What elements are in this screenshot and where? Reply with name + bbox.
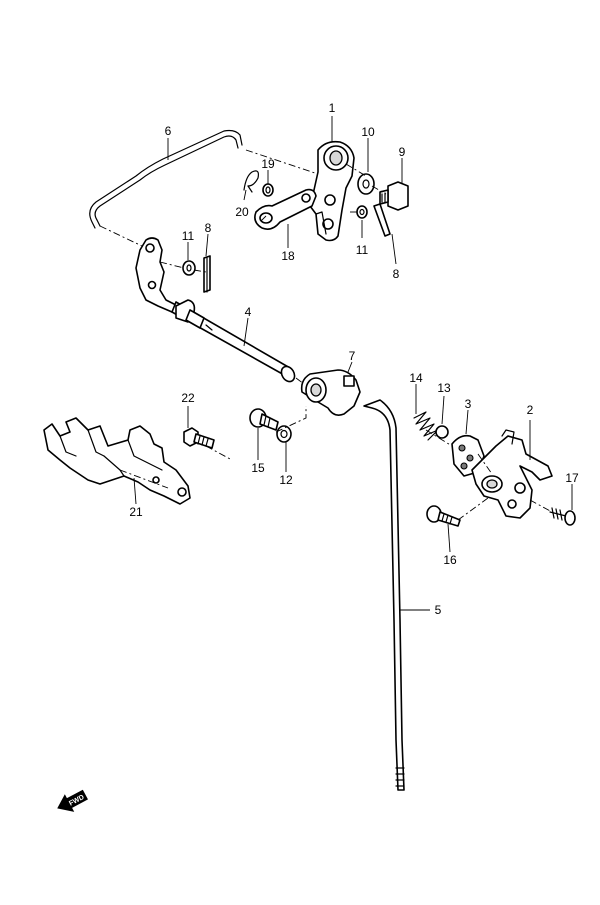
callout-20: 20: [235, 205, 249, 219]
part-17-screw: [549, 507, 576, 526]
part-22-bolt: [183, 427, 215, 449]
callout-8-right: 8: [393, 267, 400, 281]
part-15-bolt: [249, 408, 279, 431]
callout-10: 10: [361, 125, 375, 139]
callout-2: 2: [527, 403, 534, 417]
callout-17: 17: [565, 471, 579, 485]
part-20-clip: [243, 170, 259, 193]
callout-12: 12: [279, 473, 293, 487]
part-7-connector: [300, 369, 361, 416]
assembly-lines: [99, 149, 553, 521]
callout-8-left: 8: [205, 221, 212, 235]
callout-19: 19: [261, 157, 275, 171]
callout-3: 3: [465, 397, 472, 411]
part-5-long-rod: [363, 399, 405, 791]
callout-13: 13: [437, 381, 451, 395]
callout-14: 14: [409, 371, 423, 385]
fwd-label: FWD: [68, 794, 85, 808]
callout-9: 9: [399, 145, 406, 159]
part-8-cotter-pin-right: [373, 203, 391, 237]
callout-1: 1: [329, 101, 336, 115]
part-9-bolt: [379, 181, 409, 211]
callout-6: 6: [165, 124, 172, 138]
callout-16: 16: [443, 553, 457, 567]
part-18-small-lever: [254, 188, 317, 230]
part-10-washer: [357, 173, 375, 195]
callout-21: 21: [129, 505, 143, 519]
part-4-linkage-rod: [135, 237, 296, 383]
part-1-lever: [309, 140, 355, 242]
part-19-washer: [262, 183, 274, 197]
callout-22: 22: [181, 391, 195, 405]
part-11-washer-right: [356, 205, 368, 219]
part-21-bracket: [43, 417, 191, 505]
leader-lines: [133, 116, 573, 611]
callout-15: 15: [251, 461, 265, 475]
part-2-shift-cam: [471, 429, 553, 519]
part-13-ball: [435, 425, 449, 439]
callout-4: 4: [245, 305, 252, 319]
part-14-spring: [413, 411, 439, 441]
part-8-cotter-pin-left: [203, 255, 211, 293]
fwd-arrow-icon: FWD: [57, 789, 88, 812]
part-11-washer-left: [182, 260, 196, 276]
callout-11-left: 11: [182, 229, 195, 243]
part-12-washer: [276, 425, 292, 443]
callout-5: 5: [435, 603, 442, 617]
part-6-wire-rod: [89, 129, 243, 229]
callout-11-right: 11: [356, 243, 369, 257]
part-16-screw: [426, 505, 461, 527]
callouts: 1 2 3 4 5 6 7 8 8 9 10 11 11 12 13 14 15…: [129, 101, 579, 617]
callout-18: 18: [281, 249, 295, 263]
callout-7: 7: [349, 349, 356, 363]
